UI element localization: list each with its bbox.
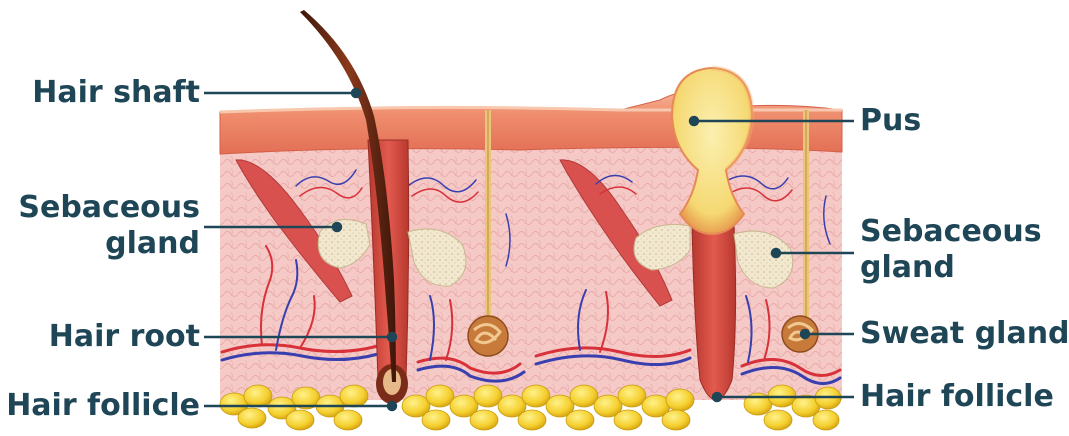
label-sebaceous-gland-right: Sebaceous gland bbox=[860, 214, 1042, 286]
label-sebaceous-gland-left: Sebaceous gland bbox=[18, 190, 200, 262]
label-hair-follicle-right: Hair follicle bbox=[860, 379, 1054, 415]
label-pus: Pus bbox=[860, 103, 921, 139]
label-hair-root: Hair root bbox=[49, 319, 200, 355]
label-sebaceous-gland-left-line1: Sebaceous bbox=[18, 190, 200, 226]
sweat-gland-left bbox=[468, 316, 508, 356]
label-sebaceous-gland-left-line2: gland bbox=[18, 226, 200, 262]
label-sebaceous-gland-right-line2: gland bbox=[860, 250, 1042, 286]
label-hair-follicle-left: Hair follicle bbox=[6, 388, 200, 424]
label-sebaceous-gland-right-line1: Sebaceous bbox=[860, 214, 1042, 250]
label-sweat-gland: Sweat gland bbox=[860, 316, 1069, 352]
label-hair-shaft: Hair shaft bbox=[32, 75, 200, 111]
